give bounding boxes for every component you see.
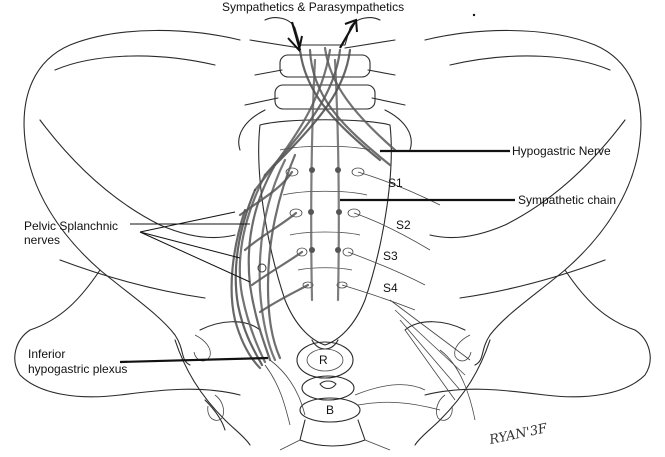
s3-label: S3	[383, 249, 398, 263]
s1-label: S1	[388, 176, 403, 190]
sympathetic-chain-label: Sympathetic chain	[518, 193, 616, 207]
pelvic-organ-middle	[301, 375, 355, 401]
artist-signature: RYAN'3F	[487, 421, 549, 448]
inferior-hypogastric-nerve-bundle	[230, 153, 297, 370]
rectum	[296, 341, 354, 379]
inferior-hypogastric-label-line2: hypogastric plexus	[28, 362, 127, 376]
pelvic-splanchnic-label-line1: Pelvic Splanchnic	[24, 219, 118, 233]
inferior-hypogastric-label-line1: Inferior	[28, 347, 65, 361]
top-arrows	[287, 18, 358, 53]
stray-dot	[472, 13, 476, 17]
hypogastric-nerves	[253, 46, 397, 192]
arrow-up-right	[339, 21, 356, 49]
bladder-label: B	[326, 403, 334, 417]
inferior-hypogastric-leader	[119, 356, 269, 364]
hypogastric-nerve-label: Hypogastric Nerve	[512, 144, 611, 158]
pelvic-splanchnic-label-line2: nerves	[24, 233, 60, 247]
s2-label: S2	[396, 218, 411, 232]
leader-lines	[119, 149, 515, 364]
right-iliac-bone	[389, 29, 651, 446]
left-iliac-bone	[14, 29, 261, 446]
pelvic-splanchnic-nerves	[238, 170, 310, 314]
top-label: Sympathetics & Parasympathetics	[222, 0, 404, 14]
s4-label: S4	[383, 281, 398, 295]
rectum-label: R	[319, 353, 328, 367]
spine	[238, 17, 412, 151]
bladder	[279, 397, 391, 451]
arrow-down-left	[290, 21, 302, 51]
plexus-branches	[264, 359, 441, 426]
